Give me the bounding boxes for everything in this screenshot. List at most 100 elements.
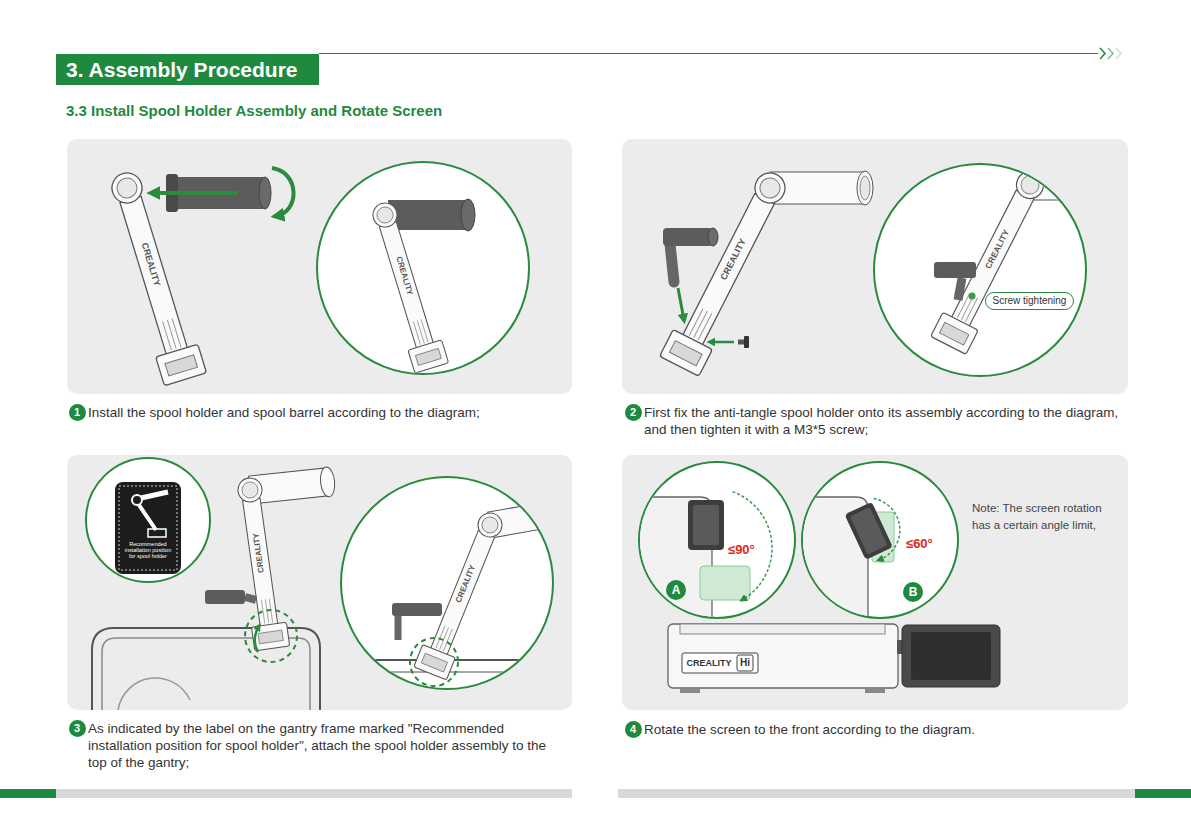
position-sticker — [141, 492, 168, 498]
screen-rotation-view — [845, 502, 893, 560]
anti-tangle-holder — [205, 590, 245, 604]
anti-tangle-holder — [708, 228, 718, 246]
printer-body — [865, 688, 885, 693]
node-text: 3 — [74, 723, 80, 734]
angle-limit: ≤60° — [906, 536, 933, 551]
position-sticker — [139, 505, 156, 530]
step-caption: As indicated by the label on the gantry … — [88, 720, 560, 771]
node-text: 3. Assembly Procedure — [66, 58, 298, 82]
step-panel — [67, 455, 572, 710]
step-caption: Rotate the screen to the front according… — [644, 721, 1126, 738]
anti-tangle-holder — [205, 590, 256, 604]
highlight-circle — [255, 626, 259, 652]
step-panel — [622, 139, 1128, 394]
printer-body — [682, 653, 758, 673]
screen-rotation-view — [630, 492, 772, 640]
sticker-text: Recommended installation position for sp… — [121, 541, 175, 559]
highlight-circle — [245, 610, 297, 662]
view-letter: B — [903, 582, 923, 602]
node-text: A — [672, 584, 681, 596]
screen-rotation-view — [874, 499, 900, 561]
step-panel — [67, 139, 572, 394]
step-number: 4 — [625, 721, 642, 738]
detail-view — [931, 164, 1107, 354]
step-caption: First fix the anti-tangle spool holder o… — [644, 404, 1126, 438]
spool-barrel — [259, 177, 271, 209]
highlight-circle — [245, 610, 297, 662]
screen-rotation-view — [700, 566, 750, 600]
detail-view — [414, 507, 511, 680]
spool-arm — [231, 476, 290, 651]
callout-label: Screw tightening — [985, 292, 1075, 310]
section-title: 3.3 Install Spool Holder Assembly and Ro… — [66, 102, 442, 120]
angle-limit: ≤90° — [728, 542, 755, 557]
detail-view — [551, 498, 568, 528]
detail-view — [365, 198, 475, 373]
position-sticker — [115, 482, 181, 574]
header-rule — [319, 53, 1098, 54]
direction-arrow — [678, 288, 684, 320]
screw — [744, 336, 749, 348]
detail-circle — [86, 458, 210, 582]
model-badge: Hi — [740, 658, 750, 668]
note-text: Note: The screen rotation has a certain … — [972, 500, 1122, 534]
screen-rotation-view — [845, 502, 893, 560]
screen-rotation-view — [850, 507, 888, 554]
detail-view — [1093, 170, 1107, 200]
anti-tangle-holder — [663, 228, 713, 246]
detail-view — [934, 262, 976, 278]
screen-rotation-view — [688, 500, 724, 550]
header-rule — [319, 48, 1121, 59]
step-caption: Install the spool holder and spool barre… — [88, 404, 568, 421]
direction-arrow — [152, 168, 294, 216]
position-sticker — [132, 495, 142, 505]
position-sticker — [119, 486, 177, 570]
step-number: 3 — [69, 720, 86, 737]
detail-view — [958, 278, 962, 300]
footer-bar — [0, 789, 1191, 798]
step-panel — [622, 455, 1128, 710]
touch-screen — [897, 625, 1000, 687]
direction-arrow — [152, 191, 238, 195]
header-rule — [1108, 48, 1113, 59]
detail-view — [365, 198, 449, 373]
detail-view — [392, 603, 442, 616]
footer-bar — [0, 789, 56, 798]
step-panel — [67, 139, 1128, 710]
footer-bar — [56, 789, 572, 798]
spool-arm — [660, 165, 797, 377]
touch-screen — [902, 625, 1000, 687]
spool-arm — [102, 167, 207, 385]
node-text: 4 — [630, 724, 636, 735]
detail-view — [969, 293, 976, 300]
node-text: 1 — [74, 407, 80, 418]
anti-tangle-holder — [663, 228, 718, 282]
node-text: Screw tightening — [993, 295, 1067, 307]
gantry-frame — [102, 638, 310, 710]
position-sticker — [115, 482, 181, 574]
header-rule — [1100, 48, 1105, 59]
detail-view — [388, 200, 468, 230]
node-text: B — [909, 586, 918, 598]
direction-arrow — [678, 288, 734, 342]
spool-barrel — [857, 171, 873, 205]
detail-view — [931, 164, 1054, 354]
printer-body — [680, 624, 885, 634]
gantry-frame — [118, 678, 190, 710]
direction-arrow — [710, 341, 734, 344]
printer-body — [668, 624, 898, 688]
logo-text: CREALITY — [687, 659, 732, 668]
direction-arrow — [272, 168, 294, 216]
footer-bar — [618, 789, 1135, 798]
touch-screen — [911, 632, 991, 680]
step-number: 1 — [69, 404, 86, 421]
view-letter: A — [666, 580, 686, 600]
printer-body — [680, 688, 700, 693]
detail-view — [410, 638, 458, 686]
node-text: 2 — [630, 407, 636, 418]
header-rule — [1116, 48, 1121, 59]
screw — [738, 336, 749, 348]
position-sticker — [148, 529, 166, 537]
spool-barrel — [860, 176, 870, 200]
footer-bar — [1135, 789, 1191, 798]
